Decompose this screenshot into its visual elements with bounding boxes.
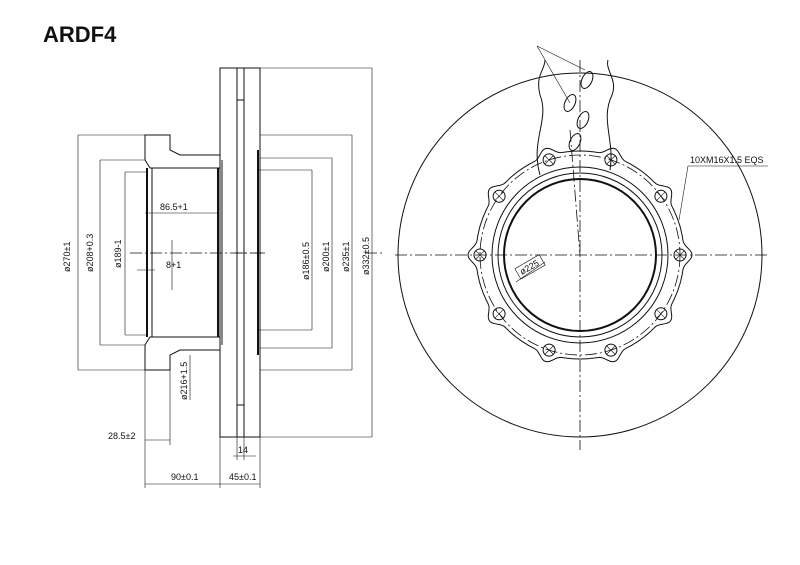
hub-flange-top [144, 134, 221, 169]
bolt-hole [492, 189, 506, 203]
dim-width-90: 90±0.1 [171, 472, 198, 482]
bolt-hole-cross [544, 345, 554, 355]
cutaway-break-lines [536, 59, 614, 176]
bolt-hole [542, 343, 556, 357]
dim-d189: ø189-1 [113, 239, 123, 268]
dim-d270: ø270±1 [62, 242, 72, 272]
bolt-hole [492, 307, 506, 321]
bolt-callout: 10XM16X1.5 EQS [690, 155, 764, 165]
front-view: 10XM16X1.5 EQS ø225 [395, 45, 770, 450]
bolt-hole-cross [656, 192, 666, 201]
dim-d200: ø200±1 [321, 242, 331, 272]
part-number-title: ARDF4 [43, 22, 117, 47]
dim-d208: ø208+0.3 [85, 234, 95, 272]
bolt-hole [654, 189, 668, 203]
hub-flange-bottom [144, 336, 221, 371]
dim-width-45: 45±0.1 [229, 472, 256, 482]
dim-d235: ø235±1 [341, 242, 351, 272]
dim-d332: ø332±0.5 [361, 237, 371, 275]
dim-vent-14: 14 [238, 445, 248, 455]
dim-d216: ø216+1.5 [179, 362, 189, 400]
dim-offset-8: 8+1 [166, 260, 181, 270]
bolt-hole [654, 307, 668, 321]
hub-scalloped-outline [467, 147, 693, 363]
bolt-hole-cross [544, 155, 554, 165]
bolt-hole-cross [606, 345, 616, 355]
dim-depth-86-5: 86.5+1 [160, 202, 188, 212]
bolt-hole-cross [656, 309, 666, 318]
dim-hub-28-5: 28.5±2 [108, 431, 135, 441]
section-view: ø270±1 ø208+0.3 ø189-1 ø186±0.5 ø200±1 ø… [62, 67, 385, 488]
bolt-hole-cross [494, 309, 504, 318]
bolt-hole-cross [494, 192, 504, 201]
dim-d186: ø186±0.5 [301, 242, 311, 280]
friction-plate-outer [243, 67, 261, 438]
friction-plate-inner [219, 67, 238, 438]
bolt-hole [604, 343, 618, 357]
bolt-hole [542, 153, 556, 167]
